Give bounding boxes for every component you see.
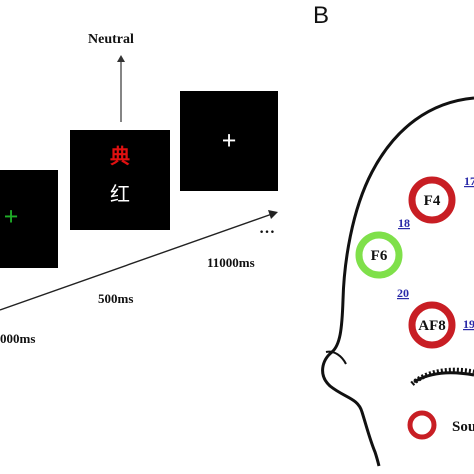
fixation-screen: + [0,170,58,268]
electrode-f4: F4 17 [408,174,474,224]
duration-label-2: 500ms [98,291,134,306]
feedback-screen: + [180,91,278,191]
electrode-af8-label: AF8 [418,318,446,334]
duration-label-1: 000ms [0,331,36,346]
outcome-arrowhead [117,55,125,62]
outcome-label: Neutral [88,32,134,47]
duration-label-3: 11000ms [207,255,255,270]
ear-line [325,350,347,365]
stimulus-character-bottom: 红 [110,182,130,206]
time-axis-arrowhead [268,210,278,219]
legend-marker [407,410,437,440]
electrode-af8: AF8 20 19 [397,286,474,349]
legend: Sou [407,410,474,440]
timeline-continuation: … [259,220,275,237]
stimulus-character-top: 典 [110,144,130,168]
fixation-cross-green: + [3,202,19,231]
legend-label: Sou [452,419,474,435]
eyebrow-fill [413,371,474,384]
electrode-f6-channel: 18 [398,216,410,230]
electrode-f4-channel: 17 [464,174,474,188]
electrode-f6-label: F6 [371,248,388,264]
electrode-af8-channel: 20 [397,286,409,300]
panel-b-letter: B [313,2,330,29]
time-axis [0,213,273,311]
electrode-right-channel: 19 [463,317,474,331]
stimulus-screen: 典 红 [70,130,170,230]
electrode-f4-label: F4 [424,193,441,209]
head-outline [321,96,474,467]
electrode-f6: F6 18 [355,216,410,279]
fixation-cross-white: + [221,126,237,155]
